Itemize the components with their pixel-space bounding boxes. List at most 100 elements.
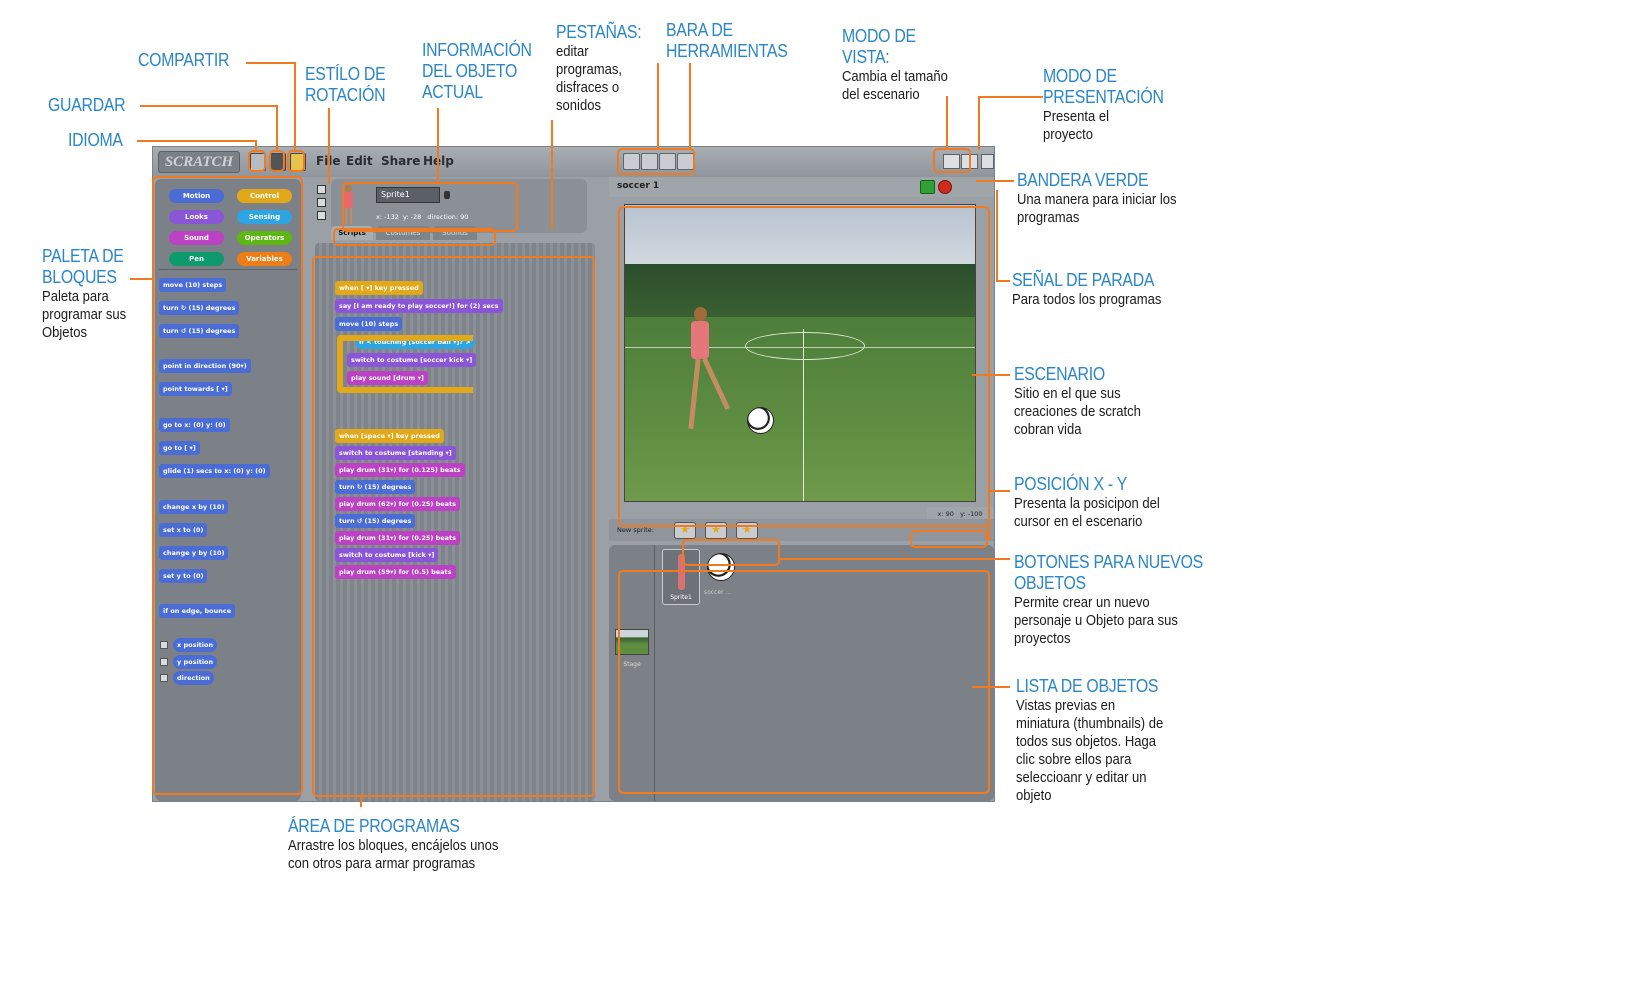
presentation-mode-button[interactable] (981, 154, 994, 169)
label-escenario-title: ESCENARIO (1014, 364, 1105, 384)
stage-thumbnail[interactable] (615, 629, 649, 655)
sprite1-thumbnail[interactable]: Sprite1 (662, 549, 700, 605)
grow-tool-icon[interactable] (659, 153, 676, 170)
label-bandera-verde-title: BANDERA VERDE (1017, 170, 1149, 190)
script-block[interactable]: switch to costume [kick ▾] (335, 548, 439, 562)
palette-block[interactable]: turn ↻ (15) degrees (159, 301, 240, 315)
label-bandera-verde-desc: Una manera para iniciar los programas (1017, 192, 1177, 226)
label-modo-vista: MODO DE VISTA: Cambia el tamaño del esce… (842, 26, 960, 104)
label-paleta-bloques-desc: Paleta para programar sus Objetos (42, 289, 127, 341)
label-bandera-verde: BANDERA VERDE Una manera para iniciar lo… (1017, 170, 1194, 227)
delete-tool-icon[interactable] (641, 153, 658, 170)
category-motion[interactable]: Motion (169, 189, 224, 203)
scripts-area[interactable]: when [ ▾] key pressed say [I am ready to … (315, 243, 595, 801)
stage-header: soccer 1 (609, 177, 994, 197)
menu-edit[interactable]: Edit (346, 154, 373, 168)
category-control[interactable]: Control (237, 189, 292, 203)
stage-canvas[interactable] (624, 204, 976, 502)
sprite-info-panel: Sprite1 x: -132 y: -28 direction: 90 (331, 179, 587, 233)
lock-icon[interactable] (444, 191, 450, 199)
label-informacion-objeto: INFORMACIÓN DEL OBJETO ACTUAL (422, 40, 547, 103)
sprite-info-highlight-box (342, 182, 518, 232)
compartir-highlight-box (287, 150, 305, 172)
label-modo-presentacion-desc: Presenta el proyecto (1043, 109, 1110, 143)
category-variables[interactable]: Variables (237, 252, 292, 266)
reporter-checkbox[interactable] (160, 674, 168, 682)
script-block[interactable]: play drum (31▾) for (0.25) beats (335, 531, 461, 545)
palette-block[interactable]: set x to (0) (159, 523, 208, 537)
title-bar: SCRATCH File Edit Share Help (153, 147, 994, 177)
scripts-highlight-box (312, 256, 595, 797)
sprite-thumbnail (341, 185, 355, 225)
guardar-highlight-box (269, 150, 285, 172)
script-block[interactable]: move (10) steps (335, 317, 403, 331)
palette-block[interactable]: y position (173, 655, 218, 669)
stop-sign-icon[interactable] (938, 180, 952, 194)
palette-block[interactable]: go to x: (0) y: (0) (159, 418, 230, 432)
palette-block[interactable]: point towards [ ▾] (159, 382, 232, 396)
label-pestanas-title: PESTAÑAS: (556, 22, 642, 42)
soccer-ball-sprite[interactable] (747, 407, 774, 434)
category-pen[interactable]: Pen (169, 252, 224, 266)
label-botones-nuevos-desc: Permite crear un nuevo personaje u Objet… (1014, 595, 1178, 647)
script-block[interactable]: switch to costume [soccer kick ▾] (347, 353, 477, 367)
sprite1-label: Sprite1 (670, 594, 692, 601)
idioma-highlight-box (248, 150, 266, 172)
palette-block[interactable]: if on edge, bounce (159, 604, 236, 618)
soccer-ball-thumbnail[interactable] (707, 553, 735, 581)
category-sensing[interactable]: Sensing (237, 210, 292, 224)
tabs-highlight-box (333, 228, 496, 246)
menu-share[interactable]: Share (381, 154, 421, 168)
palette-block[interactable]: point in direction (90▾) (159, 359, 251, 373)
label-modo-vista-desc: Cambia el tamaño del escenario (842, 69, 948, 103)
script-block[interactable]: turn ↻ (15) degrees (335, 480, 416, 494)
label-paleta-bloques: PALETA DE BLOQUES Paleta para programar … (42, 246, 135, 342)
label-posicion-xy-desc: Presenta la posicipon del cursor en el e… (1014, 496, 1160, 530)
script-block[interactable]: when [space ▾] key pressed (335, 429, 444, 443)
green-flag-icon[interactable] (920, 180, 935, 194)
label-modo-vista-title: MODO DE VISTA: (842, 26, 916, 67)
palette-block[interactable]: glide (1) secs to x: (0) y: (0) (159, 464, 270, 478)
rotate-left-right-icon[interactable] (317, 198, 326, 207)
script-block[interactable]: play sound [drum ▾] (347, 371, 428, 385)
label-lista-objetos-desc: Vistas previas en miniatura (thumbnails)… (1016, 698, 1164, 804)
new-sprite-highlight-box (682, 539, 780, 566)
palette-block[interactable]: change y by (10) (159, 546, 229, 560)
duplicate-tool-icon[interactable] (623, 153, 640, 170)
label-barra-herramientas: BARA DE HERRAMIENTAS (666, 20, 804, 62)
rotate-all-icon[interactable] (317, 185, 326, 194)
palette-block[interactable]: x position (173, 638, 218, 652)
script-block[interactable]: switch to costume [standing ▾] (335, 446, 456, 460)
script-block[interactable]: turn ↺ (15) degrees (335, 514, 416, 528)
script-block[interactable]: play drum (31▾) for (0.125) beats (335, 463, 465, 477)
script-block[interactable]: say [I am ready to play soccer!] for (2)… (335, 299, 503, 313)
reporter-checkbox[interactable] (160, 658, 168, 666)
script-block[interactable]: play drum (62▾) for (0.25) beats (335, 497, 461, 511)
no-rotate-icon[interactable] (317, 211, 326, 220)
label-paleta-bloques-title: PALETA DE BLOQUES (42, 246, 124, 287)
script-block[interactable]: when [ ▾] key pressed (335, 281, 423, 295)
palette-block[interactable]: set y to (0) (159, 569, 208, 583)
if-block-frame[interactable] (337, 335, 473, 393)
palette-block[interactable]: direction (173, 671, 214, 685)
mouse-xy-readout: x: 90 y: -100 (927, 507, 993, 521)
label-posicion-xy-title: POSICIÓN X - Y (1014, 474, 1128, 494)
sprite-list-highlight-box (618, 570, 990, 794)
scratch-window: SCRATCH File Edit Share Help Motion Contr… (152, 146, 995, 802)
label-area-programas: ÁREA DE PROGRAMAS Arrastre los bloques, … (288, 816, 522, 873)
palette-block[interactable]: turn ↺ (15) degrees (159, 324, 240, 338)
category-operators[interactable]: Operators (237, 231, 292, 245)
palette-block[interactable]: change x by (10) (159, 500, 229, 514)
label-senal-parada-desc: Para todos los programas (1012, 292, 1162, 308)
small-stage-button[interactable] (943, 154, 960, 169)
girl-sprite[interactable] (685, 307, 731, 437)
palette-block[interactable]: go to [ ▾] (159, 441, 200, 455)
category-looks[interactable]: Looks (169, 210, 224, 224)
sprite-name-input[interactable]: Sprite1 (376, 187, 440, 203)
label-senal-parada-title: SEÑAL DE PARADA (1012, 270, 1155, 290)
reporter-checkbox[interactable] (160, 641, 168, 649)
script-block[interactable]: play drum (59▾) for (0.5) beats (335, 565, 456, 579)
palette-block[interactable]: move (10) steps (159, 278, 227, 292)
category-sound[interactable]: Sound (169, 231, 224, 245)
label-estilo-rotacion-title: ESTÍLO DE ROTACIÓN (305, 64, 386, 105)
